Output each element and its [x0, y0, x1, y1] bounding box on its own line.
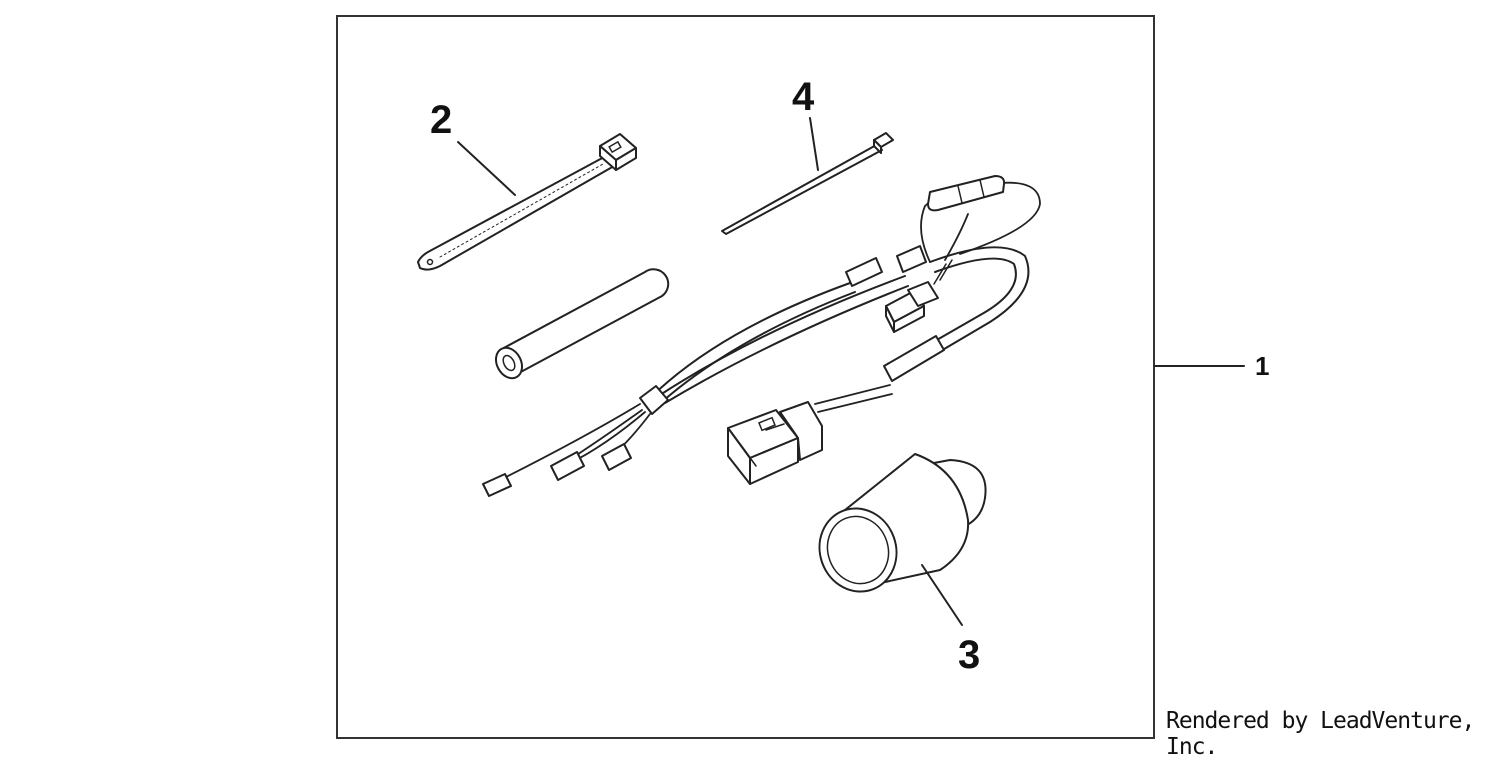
socket-cap	[818, 453, 987, 593]
callout-leader-3	[921, 564, 963, 626]
callout-leader-2	[457, 141, 516, 196]
small-coupler	[885, 259, 953, 333]
protective-tube	[495, 268, 670, 380]
callout-leader-4	[809, 117, 819, 171]
wire-harness	[482, 175, 1041, 497]
main-connector	[727, 384, 893, 485]
render-credit: Rendered by LeadVenture, Inc.	[1166, 708, 1475, 760]
callout-label-2: 2	[430, 98, 452, 142]
cable-tie-large	[417, 133, 637, 271]
callout-label-4: 4	[792, 75, 815, 119]
cable-tie-small	[721, 132, 894, 235]
kit-frame	[336, 15, 1155, 739]
callout-label-3: 3	[958, 633, 980, 677]
callout-label-1: 1	[1255, 351, 1269, 381]
